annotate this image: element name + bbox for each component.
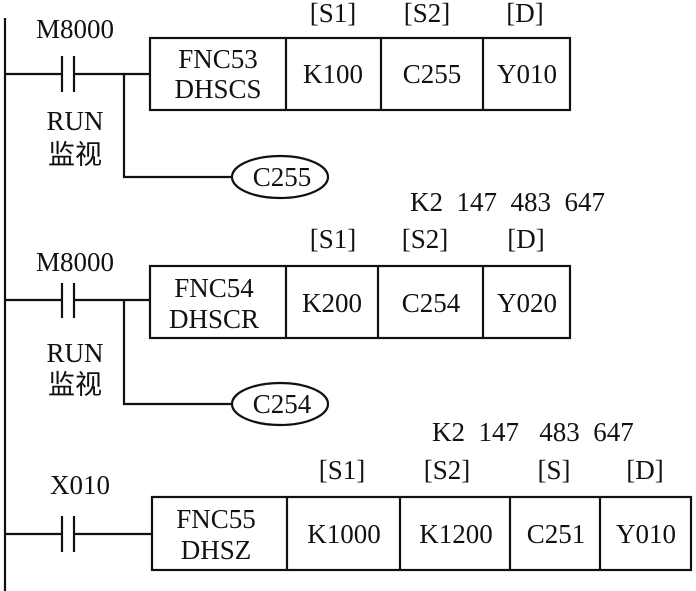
rung-1: M8000 RUN 监视 C255 [S1] [S2] [D] FNC53 DH… <box>5 0 572 200</box>
rung-1-operand-d: Y010 <box>497 59 557 89</box>
rung-3-operand-s2: K1200 <box>419 519 493 549</box>
rung-3-operand-s: C251 <box>527 519 586 549</box>
rung-1-coil-label: C255 <box>253 162 312 192</box>
rung-3: K2 147 483 647 [S1] [S2] [S] [D] X010 FN… <box>5 417 693 572</box>
rung-1-contact-label: M8000 <box>36 14 114 44</box>
rung-1-fnc-mnemonic: DHSCS <box>174 74 261 104</box>
rung-3-header-s1: [S1] <box>319 455 366 485</box>
rung-2-coil-label: C254 <box>253 389 312 419</box>
rung-2-note-monitor: 监视 <box>48 370 102 400</box>
rung-3-operand-d: Y010 <box>616 519 676 549</box>
rung-2-note-run: RUN <box>46 338 103 368</box>
rung-2-instruction-box <box>148 264 572 340</box>
rung-2-fnc-code: FNC54 <box>174 273 254 303</box>
rung-2-operand-s2: C254 <box>402 288 461 318</box>
rung-3-operand-s1: K1000 <box>307 519 381 549</box>
rung-1-operand-s1: K100 <box>303 59 363 89</box>
rung-3-instruction-box <box>150 495 693 572</box>
rung-1-coil <box>230 154 330 200</box>
rung-1-header-s1: [S1] <box>310 0 357 28</box>
rung-2-coil <box>230 381 330 427</box>
rung-3-header-s: [S] <box>538 455 571 485</box>
rung-1-no-contact <box>60 56 76 92</box>
rung-1-fnc-code: FNC53 <box>178 44 258 74</box>
rung-2-header-s1: [S1] <box>310 224 357 254</box>
rung-3-fnc-mnemonic: DHSZ <box>181 535 252 565</box>
rung-1-note-monitor: 监视 <box>48 140 102 170</box>
rung-3-header-s2: [S2] <box>424 455 471 485</box>
rung-2-fnc-mnemonic: DHSCR <box>169 304 259 334</box>
rung-2-branch-wire <box>122 300 232 406</box>
rung-1-header-d: [D] <box>506 0 543 28</box>
rung-3-header-d: [D] <box>626 455 663 485</box>
rung-2-range-note: K2 147 483 647 <box>410 187 605 217</box>
rung-3-contact-label: X010 <box>50 470 110 500</box>
rung-2-no-contact <box>60 283 76 318</box>
rung-2-operand-d: Y020 <box>497 288 557 318</box>
rung-1-note-run: RUN <box>46 106 103 136</box>
rung-3-fnc-code: FNC55 <box>176 504 256 534</box>
rung-1-branch-wire <box>122 74 232 179</box>
rung-2-header-d: [D] <box>507 224 544 254</box>
rung-3-range-note: K2 147 483 647 <box>432 417 634 447</box>
rung-3-no-contact <box>60 516 76 552</box>
rung-2-operand-s1: K200 <box>302 288 362 318</box>
rung-1-instruction-box <box>148 36 572 112</box>
rung-2-contact-label: M8000 <box>36 247 114 277</box>
rung-2-header-s2: [S2] <box>402 224 449 254</box>
rung-1-header-s2: [S2] <box>404 0 451 28</box>
rung-2: K2 147 483 647 [S1] [S2] [D] M8000 RUN 监… <box>5 187 605 427</box>
rung-1-operand-s2: C255 <box>403 59 462 89</box>
